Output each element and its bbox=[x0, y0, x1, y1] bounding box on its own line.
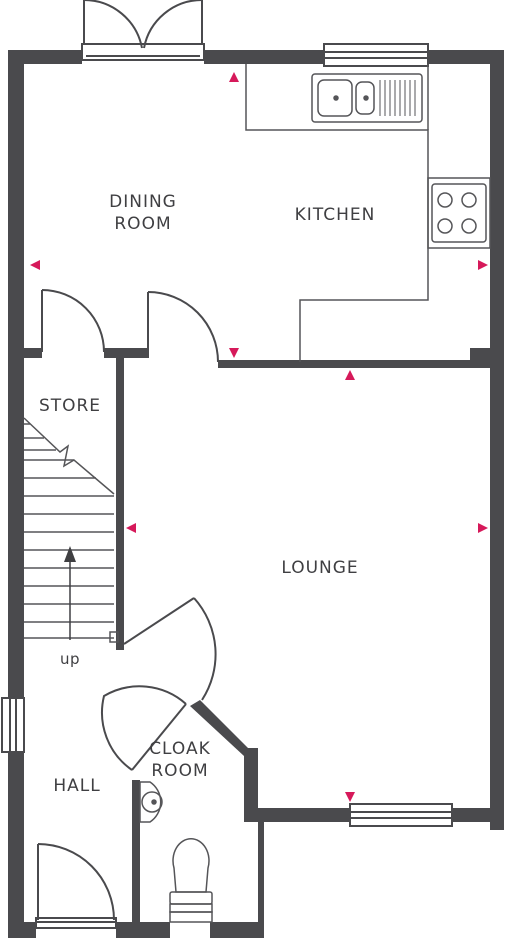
dining-room-label: DINING ROOM bbox=[84, 191, 202, 235]
store-door[interactable] bbox=[41, 289, 105, 353]
stairs-up-label: up bbox=[59, 650, 81, 668]
dining-door[interactable] bbox=[147, 291, 219, 363]
cloak-room-label-line1: CLOAK bbox=[149, 739, 211, 759]
marker-lounge-top bbox=[345, 370, 355, 380]
front-door[interactable] bbox=[35, 843, 117, 929]
store-label: STORE bbox=[38, 396, 102, 416]
dimension-markers bbox=[30, 72, 488, 802]
hob-icon bbox=[427, 177, 491, 249]
cloak-room-label: CLOAK ROOM bbox=[130, 738, 230, 782]
marker-lounge-left bbox=[126, 523, 136, 533]
marker-dining-bottom bbox=[229, 348, 239, 358]
patio-doors[interactable] bbox=[81, 0, 205, 61]
lounge-door[interactable] bbox=[123, 597, 217, 701]
dining-room-label-line1: DINING bbox=[109, 192, 177, 212]
toilet-icon bbox=[169, 838, 213, 923]
hall-window bbox=[1, 697, 25, 753]
lounge-label: LOUNGE bbox=[281, 558, 359, 578]
kitchen-label: KITCHEN bbox=[294, 205, 376, 225]
marker-dining-left bbox=[30, 260, 40, 270]
marker-lounge-bottom bbox=[345, 792, 355, 802]
sink-icon bbox=[311, 73, 423, 123]
dining-room-label-line2: ROOM bbox=[114, 214, 172, 234]
walls bbox=[8, 50, 504, 938]
marker-dining-top bbox=[229, 72, 239, 82]
basin-icon bbox=[139, 781, 163, 823]
marker-kitchen-right bbox=[478, 260, 488, 270]
stairs-up-arrow-icon bbox=[64, 546, 76, 640]
cloak-room-door[interactable] bbox=[101, 685, 187, 771]
kitchen-window bbox=[323, 43, 429, 67]
hall-label: HALL bbox=[53, 776, 101, 796]
cloak-room-label-line2: ROOM bbox=[151, 761, 209, 781]
staircase bbox=[23, 417, 119, 643]
marker-lounge-right bbox=[478, 523, 488, 533]
lounge-window bbox=[349, 803, 453, 827]
